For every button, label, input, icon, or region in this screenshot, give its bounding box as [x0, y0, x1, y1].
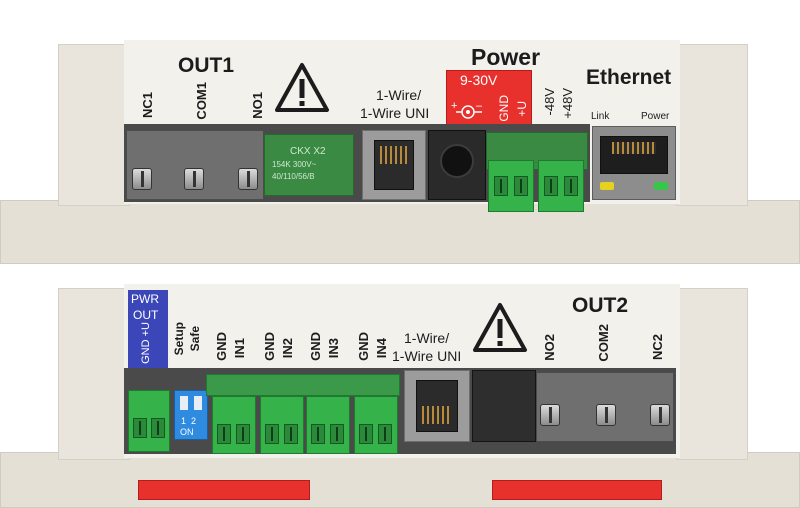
gnd-label-4: GND — [356, 332, 371, 361]
input-3-screw-in[interactable] — [330, 424, 344, 444]
safe-label: Safe — [188, 326, 202, 352]
x2-capacitor — [264, 134, 354, 196]
out2-label: OUT2 — [572, 294, 629, 317]
gnd-label-2: GND — [262, 332, 277, 361]
dip-lever-2[interactable] — [194, 396, 202, 410]
bottom-case-left — [58, 288, 130, 460]
pwr-label: PWR — [131, 292, 159, 306]
input-2-screw-in[interactable] — [284, 424, 298, 444]
right-din-latch[interactable] — [492, 480, 662, 500]
setup-label: Setup — [172, 322, 186, 356]
bottom-case-right — [676, 288, 748, 460]
in1-label: IN1 — [232, 338, 247, 359]
setup-dip-switch[interactable] — [174, 390, 208, 440]
power-title: Power — [471, 44, 541, 70]
pos48-label: +48V — [560, 88, 575, 119]
voltage-label: 9-30V — [460, 72, 498, 88]
pwr-out-badge — [128, 290, 168, 368]
onewire-label-top-2: 1-Wire UNI — [360, 105, 430, 121]
in2-label: IN2 — [280, 338, 295, 359]
com2-label: COM2 — [596, 324, 611, 362]
gnd-label-top: GND — [497, 95, 511, 122]
svg-text:–: – — [476, 100, 483, 112]
plus-u-label-top: +U — [515, 101, 529, 117]
relay-housing — [472, 370, 536, 442]
link-led — [600, 182, 614, 190]
onewire-label-top-1: 1-Wire/ — [376, 87, 422, 103]
input-2-screw-gnd[interactable] — [265, 424, 279, 444]
dip-lever-1[interactable] — [180, 396, 188, 410]
rj11-pins-top — [380, 146, 408, 164]
input-4-screw-in[interactable] — [378, 424, 392, 444]
ethernet-label: Ethernet — [586, 66, 672, 89]
capacitor-text-3: 40/110/56/B — [272, 172, 315, 181]
out1-screw-com1[interactable] — [184, 168, 204, 190]
no1-label: NO1 — [250, 92, 265, 119]
ethernet-pins — [612, 142, 656, 154]
input-4-screw-gnd[interactable] — [359, 424, 373, 444]
onewire-label-bottom-2: 1-Wire UNI — [392, 348, 462, 364]
top-case-right — [676, 44, 748, 206]
input-1-screw-gnd[interactable] — [217, 424, 231, 444]
dip-numbers: 1 2 — [181, 416, 197, 426]
gnd-u-label: GND +U — [140, 322, 152, 364]
dc-jack-socket — [440, 144, 474, 178]
top-case-left — [58, 44, 130, 206]
svg-text:+: + — [451, 100, 457, 112]
out2-screw-no2[interactable] — [540, 404, 560, 426]
power-screw-2[interactable] — [514, 176, 528, 196]
out1-screw-no1[interactable] — [238, 168, 258, 190]
capacitor-text-2: 154K 300V~ — [272, 160, 317, 169]
out-label: OUT — [133, 308, 159, 322]
pwr-out-screw-1[interactable] — [133, 418, 147, 438]
neg48-label: -48V — [542, 88, 557, 116]
nc2-label: NC2 — [650, 334, 665, 361]
power-led — [654, 182, 668, 190]
out2-screw-nc2[interactable] — [650, 404, 670, 426]
no2-label: NO2 — [542, 334, 557, 361]
dc-polarity-icon: + – — [451, 100, 483, 119]
top-flange — [0, 200, 800, 264]
rj11-pins-bottom — [422, 406, 452, 424]
out1-screw-nc1[interactable] — [132, 168, 152, 190]
capacitor-text-1: CKX X2 — [290, 146, 326, 157]
gnd-label-1: GND — [214, 332, 229, 361]
power-screw-1[interactable] — [494, 176, 508, 196]
input-header — [206, 374, 400, 396]
onewire-label-bottom-1: 1-Wire/ — [404, 330, 450, 346]
dip-on-label: ON — [180, 427, 194, 437]
power-screw-4[interactable] — [564, 176, 578, 196]
input-1-screw-in[interactable] — [236, 424, 250, 444]
warning-triangle-icon — [275, 63, 329, 112]
com1-label: COM1 — [194, 82, 209, 120]
warning-triangle-icon — [473, 303, 527, 352]
link-label: Link — [591, 111, 610, 122]
left-din-latch[interactable] — [138, 480, 310, 500]
power-badge — [446, 70, 532, 126]
out2-screw-com2[interactable] — [596, 404, 616, 426]
gnd-label-3: GND — [308, 332, 323, 361]
out1-label: OUT1 — [178, 54, 235, 77]
in4-label: IN4 — [374, 338, 389, 359]
bottom-flange — [0, 452, 800, 508]
nc1-label: NC1 — [140, 92, 155, 119]
in3-label: IN3 — [326, 338, 341, 359]
power-led-label: Power — [641, 111, 670, 122]
pwr-out-screw-2[interactable] — [151, 418, 165, 438]
power-screw-3[interactable] — [544, 176, 558, 196]
input-3-screw-gnd[interactable] — [311, 424, 325, 444]
